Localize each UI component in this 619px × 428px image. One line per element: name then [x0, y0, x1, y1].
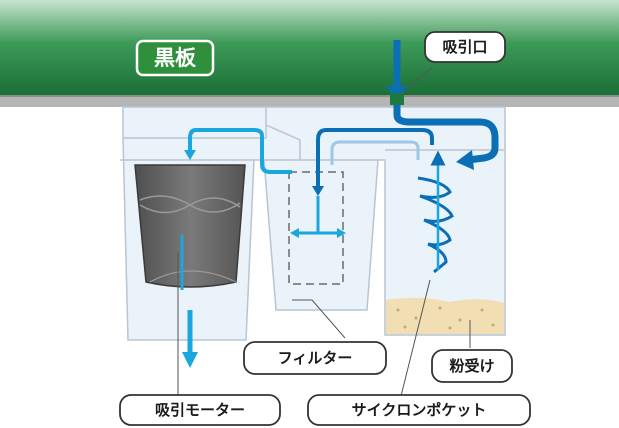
callout-intake: 吸引口	[424, 31, 506, 63]
callout-cyclone: サイクロンポケット	[307, 394, 531, 426]
motor-line-b	[139, 197, 241, 214]
callout-cyclone-label: サイクロンポケット	[352, 401, 487, 419]
dust-speck	[396, 308, 400, 312]
filter-to-motor-head	[184, 150, 196, 160]
dust-speck	[491, 323, 495, 327]
filter-spread-left-head	[290, 228, 299, 238]
leader-lines	[177, 67, 471, 401]
intake-port	[390, 93, 404, 105]
blackboard: 黒板	[0, 0, 619, 107]
callout-intake-box	[424, 31, 506, 63]
dust-speck	[458, 318, 462, 322]
cyclone-leader	[399, 279, 431, 401]
dust-speck	[403, 325, 407, 329]
spiral-icon	[417, 150, 454, 274]
dust-speck	[480, 308, 484, 312]
callout-motor: 吸引モーター	[119, 394, 281, 426]
motor-bottom-curve	[149, 270, 237, 283]
callout-filter-box	[243, 341, 387, 375]
intake-leader	[401, 67, 433, 93]
callout-cyclone-box	[307, 394, 531, 426]
dust-fill	[386, 297, 504, 334]
secondary-duct	[330, 140, 420, 165]
airflow-arrows	[182, 40, 499, 368]
callout-motor-label: 吸引モーター	[155, 401, 245, 419]
motor-body	[134, 164, 246, 288]
dust-speck	[438, 306, 442, 310]
filter-top-edge	[265, 124, 301, 160]
callout-intake-label: 吸引口	[442, 38, 487, 56]
dust-pile	[386, 297, 504, 334]
callout-filter-label: フィルター	[278, 349, 353, 367]
dust-speck	[448, 326, 452, 330]
cyclone-to-filter-arrow	[316, 128, 434, 188]
callout-filter: フィルター	[243, 341, 387, 375]
callout-dust: 粉受け	[431, 349, 513, 383]
filter-to-motor-arrow	[188, 128, 292, 174]
filter-leader	[292, 299, 346, 339]
dust-speck	[414, 316, 418, 320]
blackboard-label-box	[135, 39, 215, 77]
callout-dust-box	[431, 349, 513, 383]
suction-motor	[134, 164, 246, 290]
intake-to-cyclone-head	[456, 150, 474, 170]
ledge-edge	[0, 95, 619, 97]
blackboard-label: 黒板	[154, 46, 197, 70]
callout-dust-label: 粉受け	[449, 357, 494, 375]
motor-exhaust-head	[182, 352, 198, 368]
housing-divider	[123, 107, 267, 139]
chalk-ledge	[0, 95, 619, 107]
blackboard-surface	[0, 0, 619, 95]
cyclone-to-filter-head	[312, 186, 324, 196]
callout-motor-box	[119, 394, 281, 426]
intake-to-cyclone-arrow	[393, 105, 499, 164]
filter-spread-right-head	[337, 228, 346, 238]
